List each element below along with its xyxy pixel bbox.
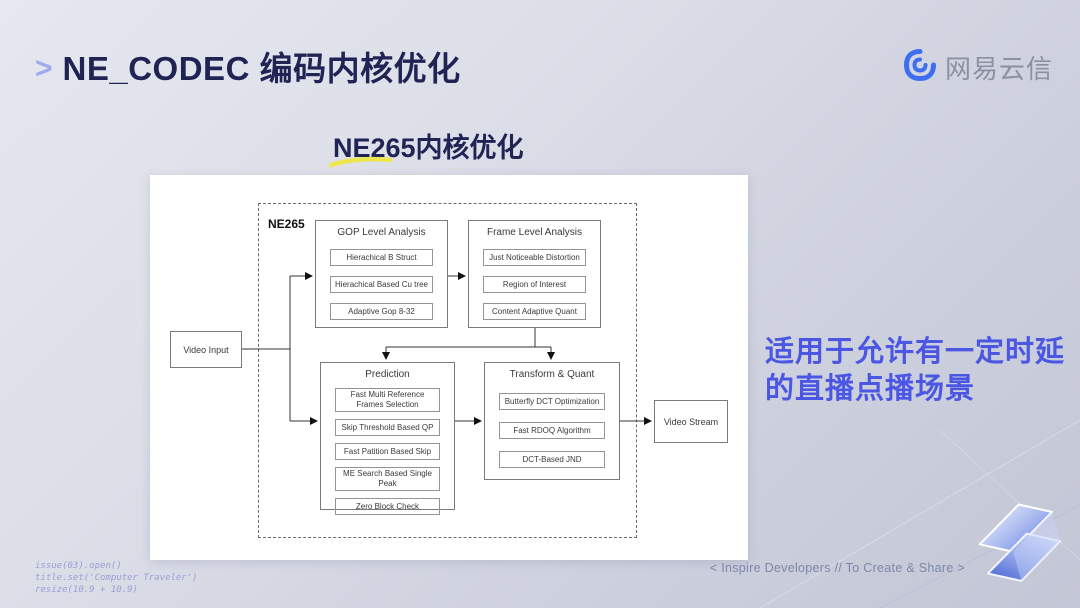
footer-code: issue(03).open() title.set('Computer Tra… [35, 560, 198, 596]
block-frame-level-analysis: Frame Level Analysis Just Noticeable Dis… [468, 220, 601, 328]
block-transform-quant: Transform & Quant Butterfly DCT Optimiza… [484, 362, 620, 480]
block-title: Frame Level Analysis [486, 227, 583, 238]
block-item: Hierachical B Struct [330, 249, 433, 266]
ne265-container [258, 203, 637, 538]
code-line: resize(10.9 + 10.9) [35, 585, 138, 595]
code-line: issue(03).open() [35, 561, 122, 571]
video-stream-node: Video Stream [654, 400, 728, 443]
block-item: ME Search Based Single Peak [335, 467, 440, 491]
block-item: Fast RDOQ Algorithm [499, 422, 605, 439]
block-title: Prediction [365, 369, 410, 380]
page-title: NE_CODEC 编码内核优化 [62, 50, 461, 87]
brand-logo: 网易云信 [903, 48, 1053, 87]
block-item: Content Adaptive Quant [483, 303, 586, 320]
chevron-right-icon: > [35, 52, 53, 85]
block-item: Just Noticeable Distortion [483, 249, 586, 266]
block-prediction: Prediction Fast Multi Reference Frames S… [320, 362, 455, 515]
block-item: Butterfly DCT Optimization [499, 393, 605, 410]
block-item: Skip Threshold Based QP [335, 419, 440, 436]
block-title: Transform & Quant [509, 369, 595, 380]
block-item: DCT-Based JND [499, 451, 605, 468]
callout-line-1: 适用于允许有一定时延 [765, 336, 1066, 368]
block-gop-level-analysis: GOP Level Analysis Hierachical B Struct … [315, 220, 448, 328]
block-item: Fast Patition Based Skip [335, 443, 440, 460]
header: > NE_CODEC 编码内核优化 [35, 42, 461, 90]
yunxin-logo-icon [903, 48, 937, 87]
video-input-node: Video Input [170, 331, 242, 368]
code-line: title.set('Computer Traveler') [35, 573, 198, 583]
callout-text: 适用于允许有一定时延 的直播点播场景 [765, 334, 1065, 408]
ne265-label: NE265 [268, 217, 305, 231]
block-title: GOP Level Analysis [337, 227, 426, 238]
brand-name: 网易云信 [945, 54, 1054, 84]
glass-z-ornament [978, 503, 1062, 582]
footer-tagline: < Inspire Developers // To Create & Shar… [709, 561, 965, 575]
block-item: Hierachical Based Cu tree [330, 276, 433, 293]
yellow-underline [328, 156, 393, 168]
diagram-panel: NE265 Video Input Video Stream GOP Level… [150, 175, 748, 560]
block-item: Region of Interest [483, 276, 586, 293]
callout-line-2: 的直播点播场景 [765, 373, 976, 405]
block-item: Zero Block Check [335, 498, 440, 515]
block-item: Adaptive Gop 8-32 [330, 303, 433, 320]
block-item: Fast Multi Reference Frames Selection [335, 388, 440, 412]
